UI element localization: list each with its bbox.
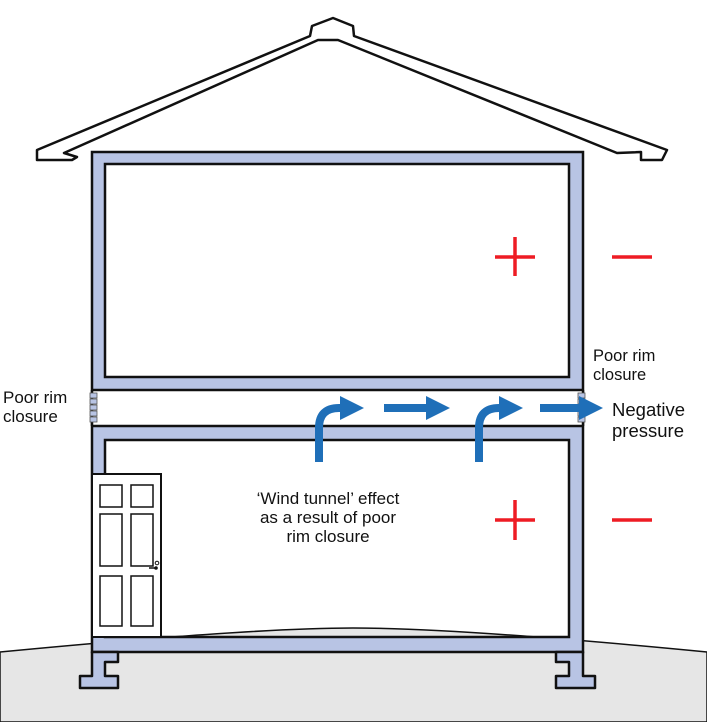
roof-outline <box>35 16 669 162</box>
airflow-arrows <box>315 396 603 462</box>
plus-sign-upper-icon <box>495 237 535 276</box>
footing-left <box>78 650 120 690</box>
arrow-icon <box>475 396 523 462</box>
rim-closure-label-left: Poor rim closure <box>3 388 68 426</box>
plus-sign-lower-icon <box>495 500 535 540</box>
rim-gap-left-icon <box>89 392 98 423</box>
door-icon <box>91 473 162 638</box>
negative-pressure-label: Negative pressure <box>612 399 686 441</box>
wind-tunnel-caption: ‘Wind tunnel’ effect as a result of poor… <box>256 489 400 546</box>
roof <box>35 16 669 162</box>
arrow-icon <box>315 396 364 462</box>
footing-right <box>554 650 597 690</box>
rim-closure-label-right: Poor rim closure <box>593 347 656 384</box>
